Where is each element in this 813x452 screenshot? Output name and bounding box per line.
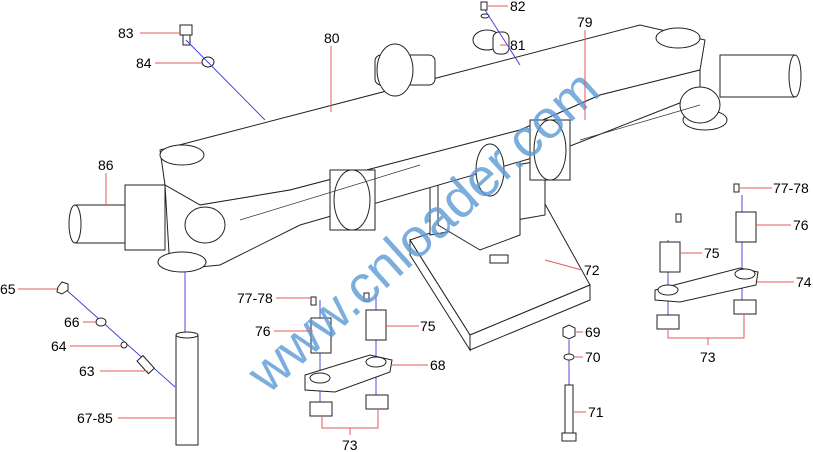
callout-70: 70 (585, 349, 601, 365)
bolt-83 (179, 24, 215, 68)
callout-84: 84 (136, 55, 152, 71)
callout-83: 83 (118, 25, 134, 41)
pivot-part-81 (374, 29, 510, 97)
callout-65: 65 (0, 281, 16, 297)
bolt-71 (561, 324, 577, 442)
callout-82: 82 (510, 0, 526, 14)
steering-arm-68 (304, 292, 393, 417)
callout-74: 74 (796, 274, 812, 290)
kingpin-67-85 (56, 281, 199, 446)
callout-69: 69 (585, 324, 601, 340)
callout-77-78-left: 77-78 (237, 290, 273, 306)
callout-76-left: 76 (255, 323, 271, 339)
callout-77-78-right: 77-78 (773, 180, 809, 196)
axis-line (61, 285, 176, 388)
axis-line (484, 9, 521, 66)
callout-67-85: 67-85 (77, 410, 113, 426)
right-spindle (679, 54, 802, 124)
callout-73-left: 73 (342, 437, 358, 452)
leader-lines (18, 5, 794, 435)
steering-arm-74 (654, 183, 759, 330)
callout-80: 80 (324, 30, 340, 46)
callout-73-right: 73 (700, 349, 716, 365)
callout-75-left: 75 (420, 318, 436, 334)
callout-68: 68 (430, 357, 446, 373)
cylinders (239, 104, 701, 231)
callout-72: 72 (584, 262, 600, 278)
callout-75-right: 75 (704, 245, 720, 261)
callout-86: 86 (98, 157, 114, 173)
callout-79: 79 (577, 14, 593, 30)
callout-71: 71 (588, 404, 604, 420)
callout-66: 66 (64, 314, 80, 330)
left-spindle-86 (68, 184, 226, 251)
callout-64: 64 (51, 338, 67, 354)
callout-76-right: 76 (793, 217, 809, 233)
axis-line (185, 39, 266, 121)
callout-63: 63 (79, 363, 95, 379)
callout-81: 81 (510, 37, 526, 53)
